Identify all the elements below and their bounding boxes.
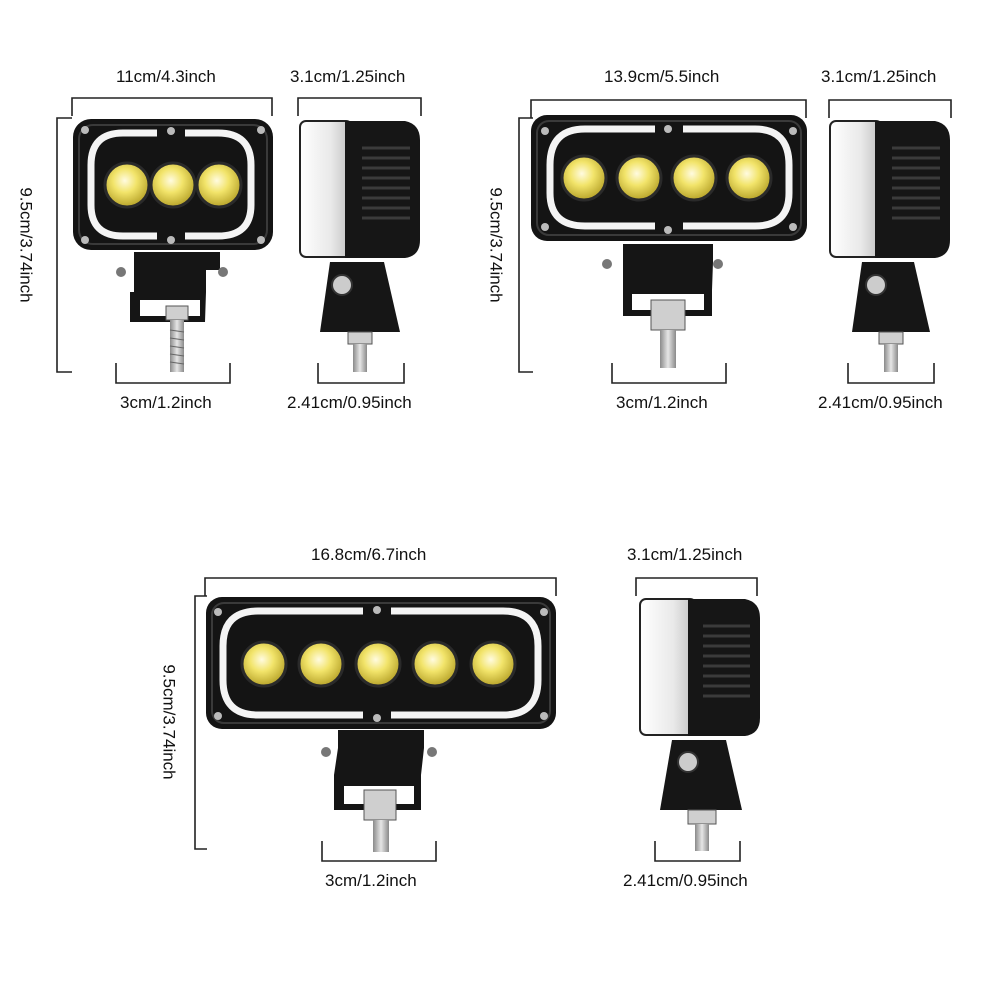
- side-view-light-1: [299, 120, 420, 372]
- front-view-light-1: [73, 119, 273, 372]
- side-view-light-3: [639, 598, 760, 851]
- bracket-label-1: 3cm/1.2inch: [120, 393, 212, 412]
- height-dimension-line-1: [56, 117, 72, 373]
- width-label-2: 13.9cm/5.5inch: [604, 67, 720, 86]
- depth-dimension-line-1: [297, 97, 422, 116]
- mount-dimension-line-1: [317, 363, 405, 384]
- depth-label-2: 3.1cm/1.25inch: [821, 67, 937, 86]
- mount-label-2: 2.41cm/0.95inch: [818, 393, 943, 412]
- mount-label-1: 2.41cm/0.95inch: [287, 393, 412, 412]
- width-dimension-line-2: [530, 99, 807, 118]
- height-dimension-line-3: [194, 595, 207, 850]
- width-dimension-line-1: [71, 97, 273, 116]
- bracket-label-2: 3cm/1.2inch: [616, 393, 708, 412]
- depth-dimension-line-2: [828, 99, 952, 118]
- height-dimension-line-2: [518, 117, 533, 373]
- bracket-dimension-line-2: [611, 363, 727, 384]
- bracket-dimension-line-3: [321, 841, 437, 862]
- bracket-label-3: 3cm/1.2inch: [325, 871, 417, 890]
- width-label-3: 16.8cm/6.7inch: [311, 545, 427, 564]
- mount-dimension-line-2: [847, 363, 935, 384]
- depth-label-3: 3.1cm/1.25inch: [627, 545, 743, 564]
- depth-dimension-line-3: [635, 577, 758, 596]
- mount-label-3: 2.41cm/0.95inch: [623, 871, 748, 890]
- front-view-light-2: [531, 115, 807, 368]
- depth-label-1: 3.1cm/1.25inch: [290, 67, 406, 86]
- side-view-light-2: [829, 120, 950, 372]
- width-label-1: 11cm/4.3inch: [116, 67, 216, 86]
- bracket-dimension-line-1: [115, 363, 231, 384]
- front-view-light-3: [206, 597, 556, 852]
- mount-dimension-line-3: [654, 841, 741, 862]
- dimension-lines: [56, 97, 952, 862]
- width-dimension-line-3: [204, 577, 557, 596]
